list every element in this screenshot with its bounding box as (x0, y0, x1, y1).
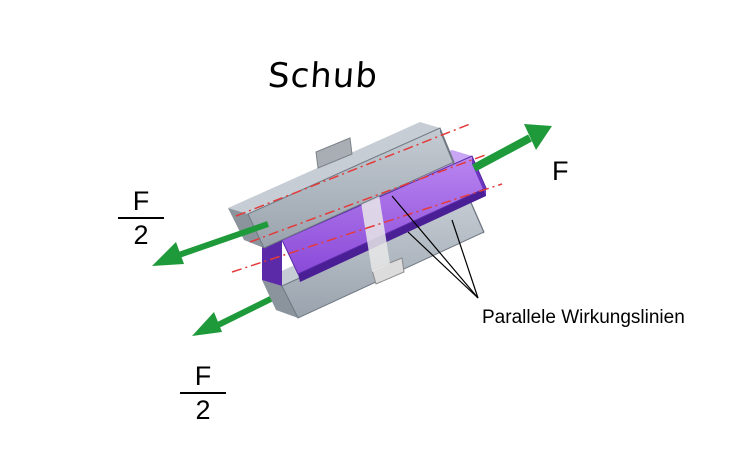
action-lines (231, 123, 503, 273)
fraction-denominator: 2 (133, 220, 149, 250)
annotation-pointers (391, 195, 479, 299)
fraction-denominator: 2 (195, 395, 211, 425)
diagram-title: Schub (266, 56, 380, 96)
arrow-upper-left-icon (152, 221, 269, 266)
fraction-numerator: F (132, 186, 150, 216)
rivet-icon (371, 257, 405, 285)
rivet-top-icon (315, 137, 353, 169)
force-label-half-upper: F 2 (118, 186, 164, 250)
annotation-label: Parallele Wirkungslinien (482, 307, 685, 328)
fraction-bar (118, 217, 164, 219)
arrow-right-icon (472, 124, 552, 172)
fraction-numerator: F (194, 361, 212, 391)
force-label-half-lower: F 2 (180, 361, 226, 425)
fraction-bar (180, 392, 226, 394)
pin-icon (360, 188, 390, 272)
force-label-full: F (552, 156, 569, 186)
upper-outer-plate (228, 122, 455, 249)
